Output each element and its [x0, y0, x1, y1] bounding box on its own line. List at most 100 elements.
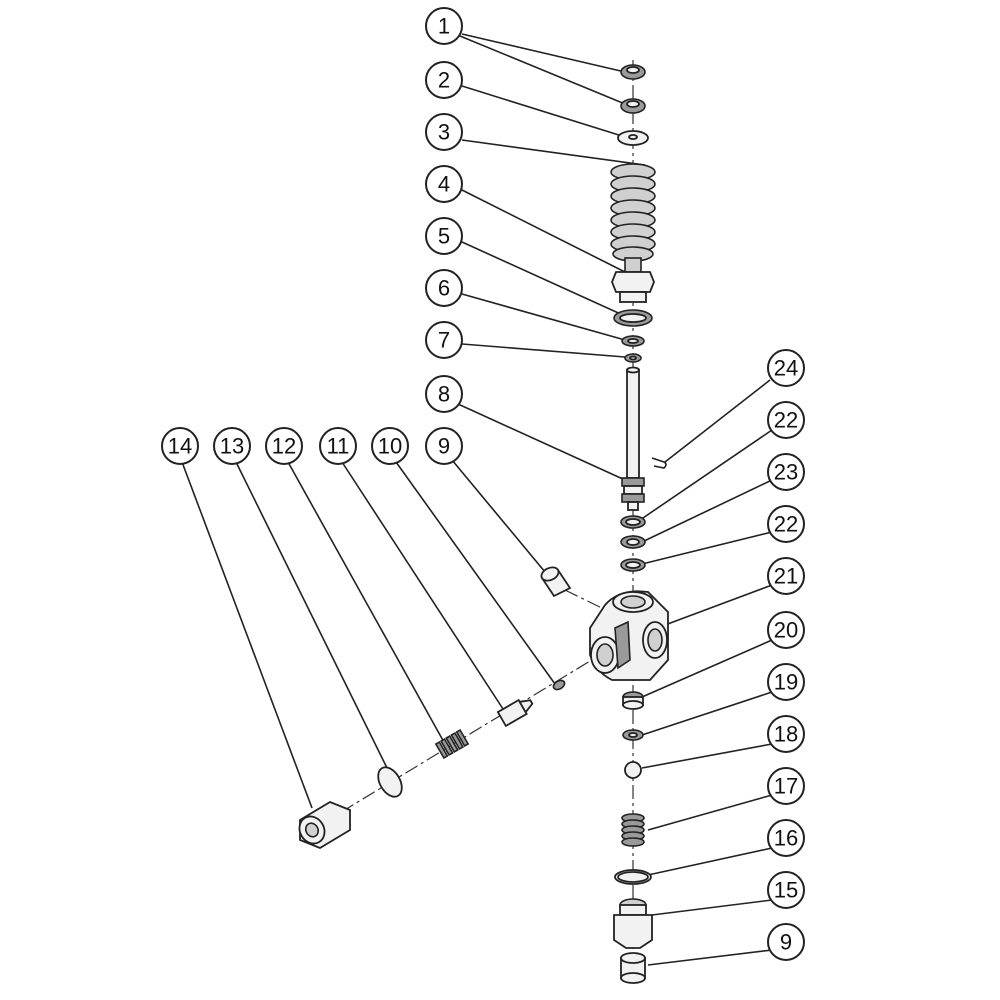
part-13-oring	[377, 766, 403, 798]
leader-19	[641, 691, 773, 736]
part-4-spring-seat	[611, 257, 655, 303]
svg-text:16: 16	[774, 826, 798, 851]
callout-15: 15	[767, 871, 805, 909]
leader-1b	[459, 35, 626, 105]
part-9-sleeve-lower	[620, 952, 646, 984]
leader-10	[395, 461, 556, 685]
svg-text:12: 12	[272, 434, 296, 459]
callout-4: 4	[425, 165, 463, 203]
part-18-ball	[624, 761, 642, 779]
part-3-spring	[610, 163, 656, 262]
leader-15	[651, 899, 773, 916]
callout-23: 23	[767, 453, 805, 491]
part-1-nut-lower	[620, 98, 646, 114]
svg-text:10: 10	[378, 434, 402, 459]
svg-text:17: 17	[774, 774, 798, 799]
leader-14	[181, 461, 313, 809]
leader-16	[647, 847, 773, 876]
svg-text:3: 3	[438, 120, 450, 145]
leader-13	[235, 461, 389, 771]
svg-text:20: 20	[774, 618, 798, 643]
callout-6: 6	[425, 269, 463, 307]
part-14-nut-fitting	[298, 800, 351, 850]
part-21-valve-body	[589, 590, 669, 681]
svg-text:8: 8	[438, 382, 450, 407]
part-17-spring	[621, 813, 645, 847]
leader-21	[664, 584, 773, 626]
callout-11: 11	[319, 427, 357, 465]
diagonal-assembly-axis	[319, 654, 601, 826]
leader-18	[641, 743, 773, 769]
callout-10: 10	[371, 427, 409, 465]
svg-text:5: 5	[438, 224, 450, 249]
svg-text:9: 9	[780, 930, 792, 955]
callout-13: 13	[213, 427, 251, 465]
callout-16: 16	[767, 819, 805, 857]
leader-5	[461, 241, 626, 317]
svg-text:19: 19	[774, 670, 798, 695]
callout-3: 3	[425, 113, 463, 151]
part-10-small-oring	[552, 679, 566, 691]
part-24-pin	[651, 457, 667, 469]
svg-text:9: 9	[438, 434, 450, 459]
svg-text:13: 13	[220, 434, 244, 459]
leader-22b	[641, 531, 773, 565]
leader-4	[461, 189, 626, 273]
callout-19: 19	[767, 663, 805, 701]
svg-text:6: 6	[438, 276, 450, 301]
callout-21: 21	[767, 557, 805, 595]
callout-17: 17	[767, 767, 805, 805]
callout-12: 12	[265, 427, 303, 465]
leader-23	[641, 479, 773, 543]
callout-20: 20	[767, 611, 805, 649]
leader-17	[647, 794, 773, 831]
part-2-washer	[617, 130, 649, 146]
callout-7: 7	[425, 321, 463, 359]
callout-8: 8	[425, 375, 463, 413]
svg-text:4: 4	[438, 172, 450, 197]
svg-text:11: 11	[327, 434, 350, 459]
svg-text:14: 14	[168, 434, 192, 459]
leader-11	[341, 461, 506, 713]
callout-22-upper: 22	[767, 401, 805, 439]
part-15-plug	[613, 898, 653, 949]
svg-text:7: 7	[438, 328, 450, 353]
leader-6	[461, 293, 626, 341]
svg-text:23: 23	[774, 460, 798, 485]
leader-8	[457, 403, 626, 481]
svg-text:21: 21	[774, 564, 798, 589]
leader-lines	[181, 33, 773, 966]
callout-2: 2	[425, 61, 463, 99]
part-12-spring	[434, 728, 470, 760]
part-1-nut-upper	[620, 64, 646, 80]
callout-18: 18	[767, 715, 805, 753]
svg-text:24: 24	[774, 356, 798, 381]
callout-22-lower: 22	[767, 505, 805, 543]
callout-9-upper: 9	[425, 427, 463, 465]
leader-7	[461, 343, 626, 358]
sleeve-axis	[564, 589, 611, 613]
leader-22a	[639, 429, 773, 521]
leader-24	[664, 379, 771, 463]
callout-14: 14	[161, 427, 199, 465]
svg-text:1: 1	[438, 14, 450, 39]
callout-24: 24	[767, 349, 805, 387]
leader-12	[287, 461, 446, 745]
leader-9a	[451, 459, 551, 579]
leader-3	[461, 139, 646, 166]
svg-text:2: 2	[438, 68, 450, 93]
part-11-poppet	[496, 698, 534, 728]
callout-5: 5	[425, 217, 463, 255]
leader-1a	[461, 33, 626, 73]
svg-text:22: 22	[774, 512, 798, 537]
part-9-sleeve-upper	[540, 566, 572, 598]
part-8-piston-rod	[621, 366, 645, 511]
part-20-valve-seat	[622, 691, 644, 710]
svg-text:15: 15	[774, 878, 798, 903]
leader-2	[461, 85, 623, 137]
callout-1: 1	[425, 7, 463, 45]
callout-9-lower: 9	[767, 923, 805, 961]
svg-text:22: 22	[774, 408, 798, 433]
